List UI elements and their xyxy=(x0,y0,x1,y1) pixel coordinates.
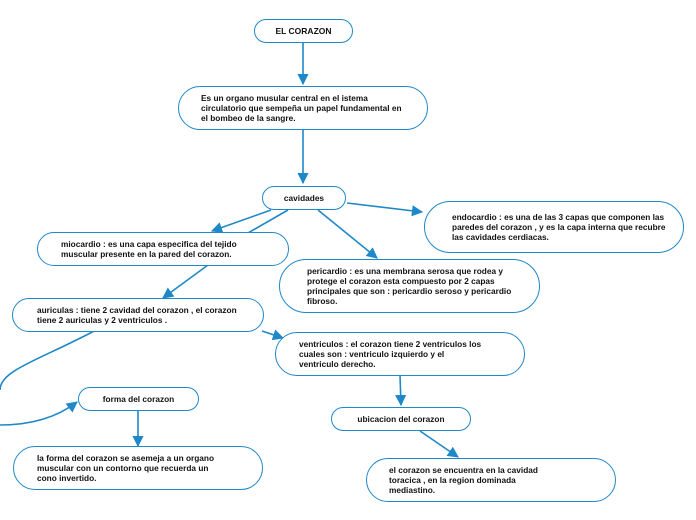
node-cavidades[interactable]: cavidades xyxy=(262,186,346,210)
edge-auriculas-forma xyxy=(0,328,99,391)
node-definition[interactable]: Es un organo musular central en el istem… xyxy=(178,86,428,130)
edge-curve-forma xyxy=(0,401,78,426)
node-forma-label: forma del corazon xyxy=(102,393,175,404)
node-endocardio-label: endocardio : es una de las 3 capas que c… xyxy=(452,211,666,243)
node-title[interactable]: EL CORAZON xyxy=(254,19,353,43)
edge-auriculas-ventriculos xyxy=(261,329,285,341)
node-auriculas-label: auriculas : tiene 2 cavidad del corazon … xyxy=(37,304,237,325)
node-miocardio-label: miocardio : es una capa especifica del t… xyxy=(61,238,237,259)
edge-ventriculos-ubicacion xyxy=(395,374,407,407)
node-ubicacion-desc[interactable]: el corazon se encuentra en la cavidad to… xyxy=(366,458,616,502)
edge-cavidades-pericardio xyxy=(317,209,378,259)
node-ventriculos-label: ventriculos : el corazon tiene 2 ventric… xyxy=(299,338,482,370)
node-forma-desc[interactable]: la forma del corazon se asemeja a un org… xyxy=(13,446,263,490)
node-pericardio-label: pericardio : es una membrana serosa que … xyxy=(307,265,512,307)
node-endocardio[interactable]: endocardio : es una de las 3 capas que c… xyxy=(424,201,684,253)
node-title-label: EL CORAZON xyxy=(275,25,332,36)
node-definition-label: Es un organo musular central en el istem… xyxy=(201,92,402,124)
node-ventriculos[interactable]: ventriculos : el corazon tiene 2 ventric… xyxy=(275,332,525,376)
node-auriculas[interactable]: auriculas : tiene 2 cavidad del corazon … xyxy=(12,298,264,332)
edge-cavidades-endocardio xyxy=(346,202,424,217)
node-ubicacion[interactable]: ubicacion del corazon xyxy=(331,407,471,431)
edge-cavidades-miocardio xyxy=(210,209,272,233)
edge-cavidades-ventriculos xyxy=(247,209,289,234)
node-cavidades-label: cavidades xyxy=(283,192,325,203)
edge-ubicacion-desc xyxy=(419,430,459,458)
node-pericardio[interactable]: pericardio : es una membrana serosa que … xyxy=(279,259,540,313)
node-forma[interactable]: forma del corazon xyxy=(78,387,199,411)
node-ubicacion-label: ubicacion del corazon xyxy=(357,413,445,424)
node-forma-desc-label: la forma del corazon se asemeja a un org… xyxy=(37,452,215,484)
edge-miocardio-auriculas xyxy=(162,264,209,299)
node-miocardio[interactable]: miocardio : es una capa especifica del t… xyxy=(37,232,289,266)
node-ubicacion-desc-label: el corazon se encuentra en la cavidad to… xyxy=(389,464,538,496)
